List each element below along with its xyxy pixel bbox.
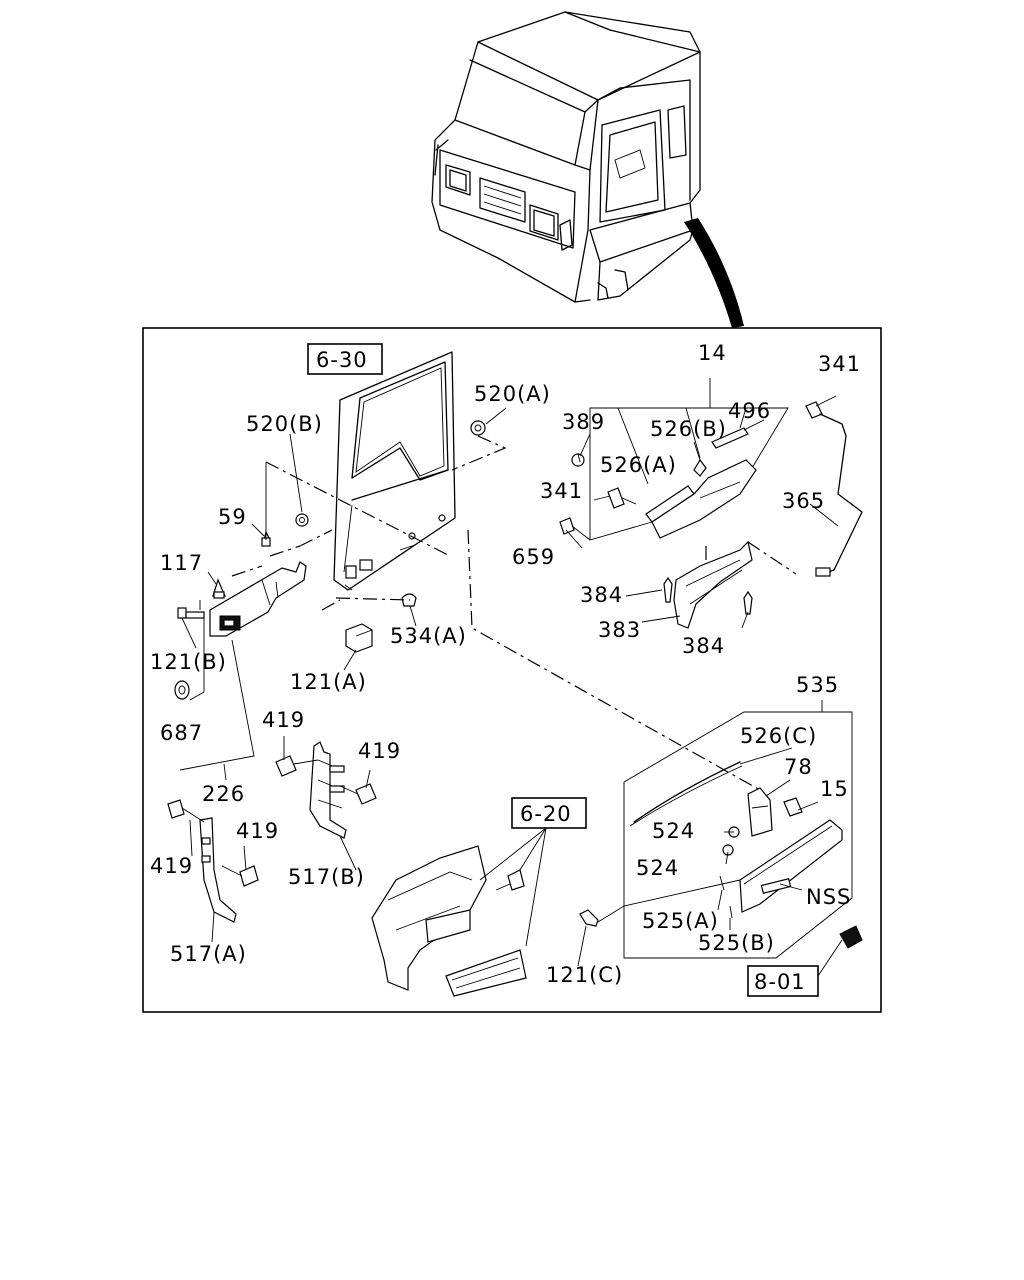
label-517a: 517(A) (170, 942, 247, 966)
step-frame-620 (371, 845, 527, 997)
ref-box-6-20 (511, 797, 587, 829)
label-526a: 526(A) (600, 453, 677, 477)
hinge-bracket (209, 561, 307, 637)
label-525b: 525(B) (698, 931, 775, 955)
ref-6-20-leaders (479, 827, 547, 947)
label-383: 383 (598, 618, 641, 642)
label-419-517b: 419 (358, 739, 401, 763)
label-leaders (181, 378, 843, 977)
label-365: 365 (782, 489, 825, 513)
assembly-535 (579, 711, 863, 959)
label-226: 226 (202, 782, 245, 806)
bracket-226 (179, 639, 255, 771)
label-419-517a-left: 419 (150, 854, 193, 878)
label-524-upper: 524 (652, 819, 695, 843)
label-nss: NSS (806, 885, 851, 909)
hinge-fasteners (174, 420, 486, 700)
label-419-517a-right: 419 (236, 819, 279, 843)
callout-arrow (684, 218, 744, 328)
label-526c: 526(C) (740, 724, 817, 748)
label-389: 389 (562, 410, 605, 434)
label-59: 59 (218, 505, 247, 529)
label-517b: 517(B) (288, 865, 365, 889)
label-496: 496 (728, 399, 771, 423)
label-15: 15 (820, 777, 849, 801)
rod-365 (805, 401, 863, 577)
ref-6-30: 6-30 (316, 348, 368, 372)
label-687: 687 (160, 721, 203, 745)
label-121b: 121(B) (150, 650, 227, 674)
label-341-bolt: 341 (540, 479, 583, 503)
bracket-517b (275, 741, 377, 839)
label-78: 78 (784, 755, 813, 779)
mudguard-383 (663, 540, 797, 629)
label-341-rod: 341 (818, 352, 861, 376)
ref-box-6-30 (307, 343, 383, 375)
ref-box-8-01 (747, 965, 819, 997)
label-535: 535 (796, 673, 839, 697)
label-14: 14 (698, 341, 727, 365)
door-panel (333, 351, 456, 591)
label-525a: 525(A) (642, 909, 719, 933)
label-121a: 121(A) (290, 670, 367, 694)
label-520a: 520(A) (474, 382, 551, 406)
bracket-517a (167, 799, 259, 923)
label-526b: 526(B) (650, 417, 727, 441)
label-384-right: 384 (682, 634, 725, 658)
label-384-left: 384 (580, 583, 623, 607)
leader-lines-left (189, 435, 761, 791)
label-117: 117 (160, 551, 203, 575)
label-121c: 121(C) (546, 963, 623, 987)
label-419-upper: 419 (262, 708, 305, 732)
label-659: 659 (512, 545, 555, 569)
step-assembly-14 (559, 407, 789, 541)
label-524-lower: 524 (636, 856, 679, 880)
ref-6-20: 6-20 (520, 802, 572, 826)
truck-cab-illustration (431, 11, 701, 303)
label-534a: 534(A) (390, 624, 467, 648)
label-520b: 520(B) (246, 412, 323, 436)
detail-frame (142, 327, 882, 1013)
ref-8-01: 8-01 (754, 970, 806, 994)
